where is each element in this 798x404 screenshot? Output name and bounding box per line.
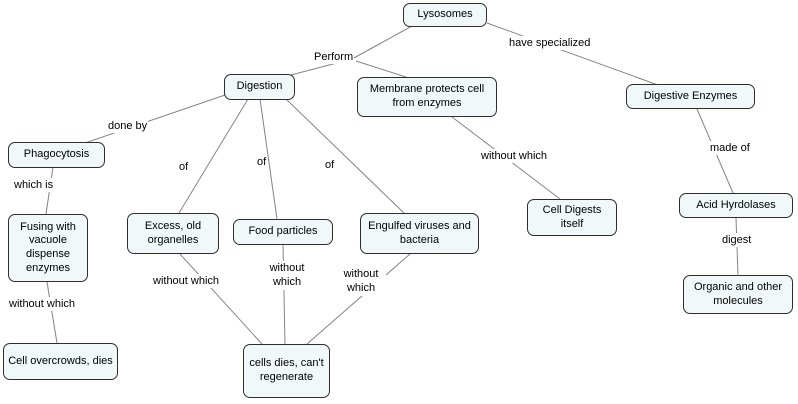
- line-digestion-phagocytosis: [84, 93, 229, 144]
- line-lysosomes-perform: [351, 25, 413, 60]
- node-organic-molecules[interactable]: Organic and other molecules: [683, 275, 793, 314]
- line-digestion-food: [259, 98, 278, 220]
- line-lysosomes-enzymes: [486, 22, 659, 86]
- edge-label-which-is[interactable]: which is: [13, 178, 55, 193]
- edge-label-perform[interactable]: Perform: [313, 50, 355, 65]
- node-cells-die[interactable]: cells dies, can't regenerate: [243, 344, 330, 398]
- line-engulfed-cellsdie: [306, 253, 411, 345]
- edge-label-done-by[interactable]: done by: [107, 119, 149, 134]
- line-digestion-engulfed: [285, 98, 405, 214]
- node-fusing-vacuole[interactable]: Fusing with vacuole dispense enzymes: [8, 214, 88, 282]
- node-food-particles[interactable]: Food particles: [233, 219, 333, 245]
- edge-label-of-1[interactable]: of: [178, 160, 190, 175]
- node-cell-overcrowds[interactable]: Cell overcrowds, dies: [3, 343, 118, 380]
- edge-label-have-specialized[interactable]: have specialized: [508, 36, 592, 51]
- node-excess-organelles[interactable]: Excess, old organelles: [127, 213, 219, 254]
- node-engulfed-viruses[interactable]: Engulfed viruses and bacteria: [360, 213, 479, 254]
- line-digestion-excess: [178, 98, 249, 214]
- edge-label-without-which-membrane[interactable]: without which: [480, 149, 549, 164]
- node-acid-hydrolases[interactable]: Acid Hyrdolases: [679, 193, 793, 218]
- node-membrane[interactable]: Membrane protects cell from enzymes: [357, 77, 497, 117]
- line-fusing-overcrowds: [46, 281, 58, 344]
- node-digestive-enzymes[interactable]: Digestive Enzymes: [626, 84, 755, 109]
- edge-label-without-which-excess[interactable]: without which: [152, 274, 221, 289]
- edge-label-digest[interactable]: digest: [721, 233, 753, 248]
- line-excess-cellsdie: [179, 253, 263, 345]
- node-digestion[interactable]: Digestion: [224, 74, 295, 100]
- node-cell-digests-itself[interactable]: Cell Digests itself: [527, 199, 617, 236]
- edge-label-of-3[interactable]: of: [324, 158, 336, 173]
- node-phagocytosis[interactable]: Phagocytosis: [8, 142, 105, 168]
- line-food-cellsdie: [282, 244, 286, 345]
- edge-label-without-which-fusing[interactable]: without which: [8, 297, 77, 312]
- edge-label-without-which-engulfed[interactable]: without which: [336, 267, 386, 296]
- edge-label-without-which-food[interactable]: without which: [262, 261, 312, 290]
- line-perform-membrane: [355, 60, 410, 79]
- node-lysosomes[interactable]: Lysosomes: [403, 3, 487, 27]
- edge-label-made-of[interactable]: made of: [709, 141, 751, 156]
- edge-label-of-2[interactable]: of: [256, 155, 268, 170]
